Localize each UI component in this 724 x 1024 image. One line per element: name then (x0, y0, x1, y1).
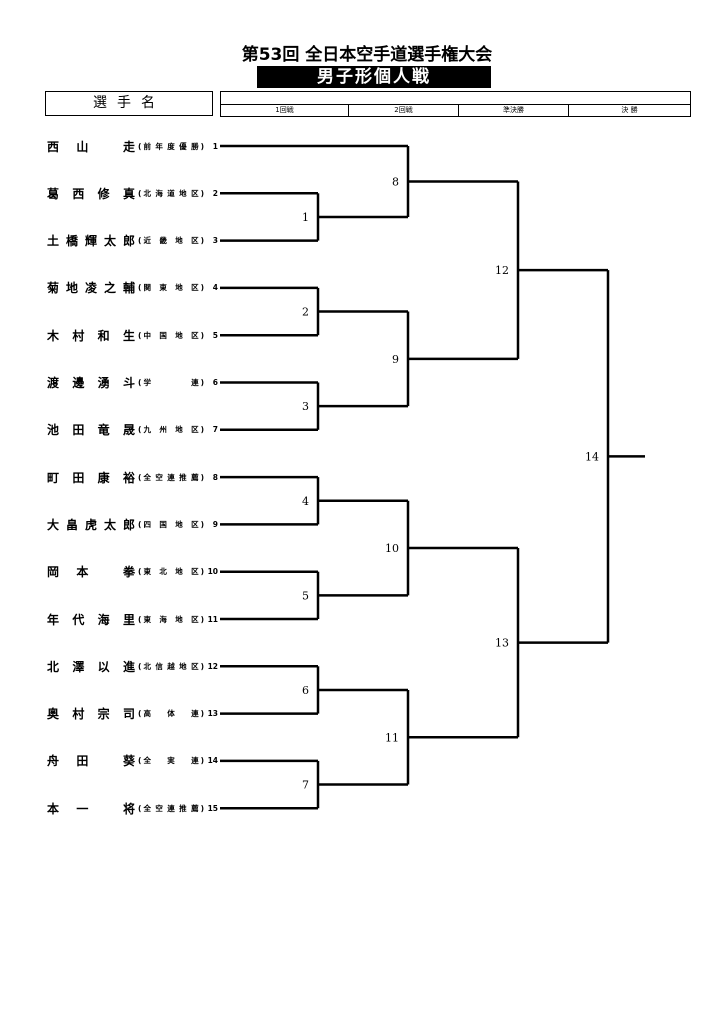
player-seed-number: 8 (212, 472, 218, 482)
player-affiliation: (前年度優勝) (138, 141, 204, 151)
player-entry: 木村和生(中国地区) 5 (47, 328, 218, 343)
round-2-header: 2回戦 (349, 105, 459, 116)
player-affiliation: (学連) (138, 378, 204, 387)
match-number: 1 (302, 211, 309, 224)
player-affiliation: (北海道地区) (138, 188, 204, 198)
player-affiliation: (全実連) (138, 756, 204, 766)
player-seed-number: 15 (207, 803, 218, 813)
player-seed-number: 3 (212, 236, 218, 246)
match-number: 6 (302, 684, 309, 697)
player-affiliation: (全空連推薦) (138, 472, 204, 482)
player-seed-number: 10 (207, 567, 218, 577)
player-name: 本一将 (47, 801, 135, 816)
tournament-title: 第53回 全日本空手道選手権大会 (241, 45, 493, 65)
player-name: 木村和生 (47, 328, 135, 343)
player-entry: 町田康裕(全空連推薦) 8 (47, 470, 218, 485)
player-name: 菊地凌之輔 (47, 281, 135, 296)
player-affiliation: (近畿地区) (138, 236, 204, 246)
player-seed-number: 5 (212, 330, 218, 340)
match-number: 2 (302, 306, 309, 319)
match-number: 12 (495, 264, 509, 277)
player-seed-number: 14 (207, 756, 218, 766)
player-name-header: 選手名 (45, 91, 213, 116)
player-entry: 池田竜晟(九州地区) 7 (47, 423, 218, 437)
player-affiliation: (東海地区) (138, 614, 204, 624)
player-affiliation: (全空連推薦) (138, 803, 204, 813)
player-name: 年代海里 (47, 612, 135, 627)
player-affiliation: (高体連) (138, 709, 204, 719)
match-number: 3 (302, 400, 309, 413)
player-entry: 菊地凌之輔(関東地区) 4 (47, 281, 218, 295)
match-number: 5 (302, 589, 309, 602)
player-seed-number: 6 (212, 378, 218, 387)
player-affiliation: (北信越地区) (138, 661, 204, 671)
match-number: 7 (302, 779, 309, 792)
player-name: 西山走 (47, 139, 135, 154)
player-entry: 北澤以進(北信越地区)12 (47, 659, 218, 674)
player-name: 渡邊湧斗 (47, 376, 135, 390)
semifinal-header: 準決勝 (459, 105, 569, 116)
player-seed-number: 7 (212, 425, 218, 435)
match-number: 11 (385, 731, 399, 744)
player-seed-number: 4 (212, 283, 218, 293)
player-entry: 岡本拳(東北地区)10 (47, 565, 218, 579)
player-name: 舟田葵 (47, 754, 135, 769)
player-entry: 大畠虎太郎(四国地区) 9 (47, 517, 218, 532)
round-header: 1回戦 2回戦 準決勝 決 勝 (220, 91, 691, 117)
player-name: 葛西修真 (47, 186, 135, 201)
player-entry: 渡邊湧斗(学連) 6 (47, 376, 218, 390)
player-seed-number: 9 (212, 519, 218, 529)
player-entry: 舟田葵(全実連)14 (47, 754, 218, 768)
player-entry: 葛西修真(北海道地区) 2 (47, 186, 218, 201)
player-seed-number: 13 (207, 709, 218, 719)
player-name: 岡本拳 (47, 565, 135, 580)
player-affiliation: (中国地区) (138, 330, 204, 340)
player-seed-number: 1 (212, 141, 218, 151)
player-affiliation: (関東地区) (138, 283, 204, 293)
player-seed-number: 12 (207, 661, 218, 671)
player-entry: 奥村宗司(高体連)13 (47, 707, 218, 721)
player-affiliation: (東北地区) (138, 567, 204, 577)
player-entry: 本一将(全空連推薦)15 (47, 801, 218, 816)
event-subtitle: 男子形個人戦 (257, 66, 491, 88)
player-entry: 年代海里(東海地区)11 (47, 612, 218, 627)
player-seed-number: 2 (212, 188, 218, 198)
match-number: 8 (392, 175, 399, 188)
match-number: 10 (385, 542, 399, 555)
round-1-header: 1回戦 (221, 105, 349, 116)
player-name: 町田康裕 (47, 470, 135, 485)
player-entry: 土橋輝太郎(近畿地区) 3 (47, 234, 218, 248)
match-number: 13 (495, 637, 509, 650)
player-name: 北澤以進 (47, 659, 135, 674)
player-name: 池田竜晟 (47, 423, 135, 438)
player-seed-number: 11 (207, 614, 218, 624)
player-entry: 西山走(前年度優勝) 1 (47, 139, 218, 154)
match-number: 4 (302, 495, 309, 508)
match-number: 9 (392, 353, 399, 366)
player-name: 土橋輝太郎 (47, 234, 135, 249)
player-affiliation: (九州地区) (138, 425, 204, 435)
player-name: 大畠虎太郎 (47, 517, 135, 532)
match-number: 14 (585, 450, 599, 463)
player-name: 奥村宗司 (47, 707, 135, 722)
player-affiliation: (四国地区) (138, 519, 204, 529)
final-header: 決 勝 (621, 106, 638, 114)
